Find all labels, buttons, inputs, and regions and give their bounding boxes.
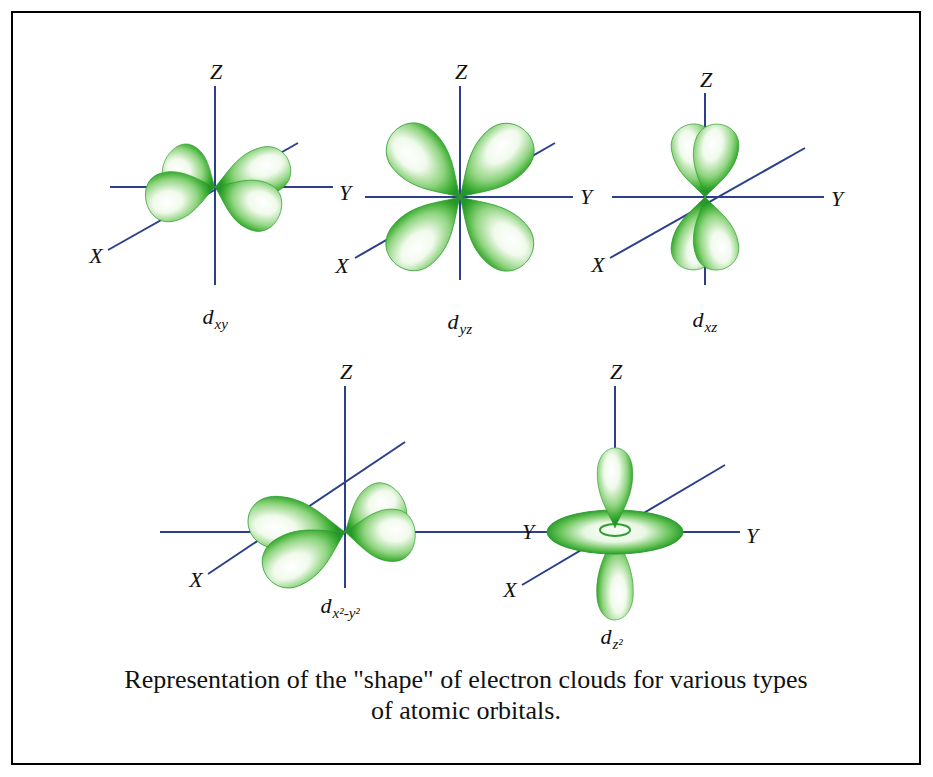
dz2-orbital bbox=[547, 448, 683, 620]
orbital-subscript: z² bbox=[613, 636, 623, 653]
orbital-label: d bbox=[321, 594, 332, 618]
axis-label: Z bbox=[610, 360, 622, 384]
axis-label: Z bbox=[700, 68, 712, 92]
dx2y2-orbital bbox=[245, 475, 417, 598]
dyz-orbital bbox=[375, 112, 545, 282]
dxy-orbital bbox=[141, 137, 297, 238]
axis-label: Z bbox=[210, 60, 222, 84]
axis-label: Y bbox=[580, 185, 592, 209]
axis-label: Z bbox=[340, 360, 352, 384]
axis-label: X bbox=[189, 568, 202, 592]
axis-label: Y bbox=[339, 181, 351, 205]
orbital-subscript: yz bbox=[460, 321, 473, 338]
axis-label: Z bbox=[455, 60, 467, 84]
orbital-subscript: xz bbox=[705, 319, 718, 336]
figure-caption: Representation of the "shape" of electro… bbox=[116, 664, 816, 726]
axis-label: X bbox=[591, 253, 604, 277]
frame bbox=[12, 12, 920, 764]
orbital-subscript: x²-y² bbox=[333, 605, 360, 622]
axis-label: X bbox=[335, 254, 348, 278]
axis-label: Y bbox=[746, 524, 758, 548]
axis-label: X bbox=[503, 578, 516, 602]
axes bbox=[108, 86, 824, 618]
orbital-label: d bbox=[601, 625, 612, 649]
axis-label: Y bbox=[831, 187, 843, 211]
axis-label: X bbox=[89, 244, 102, 268]
dxz-orbital bbox=[667, 120, 744, 275]
axis-label: Y bbox=[522, 520, 534, 544]
orbital-label: d bbox=[693, 308, 704, 332]
orbital-subscript: xy bbox=[215, 316, 228, 333]
orbital-label: d bbox=[203, 305, 214, 329]
orbital-label: d bbox=[448, 310, 459, 334]
